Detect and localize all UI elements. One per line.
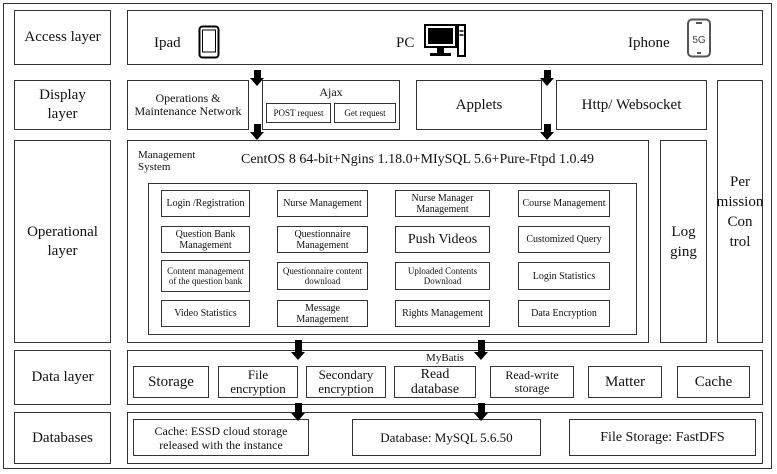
- layer-label-display-text: Display layer: [39, 87, 86, 122]
- module-customized-query: Customized Query: [518, 226, 610, 253]
- module-text: Uploaded Contents Download: [407, 266, 478, 286]
- pc-label: PC: [396, 35, 415, 51]
- tablet-icon: [198, 25, 220, 59]
- arrow-operational-to-data-left: [291, 340, 306, 360]
- module-text: Message Management: [296, 302, 349, 325]
- layer-label-databases: Databases: [14, 412, 111, 464]
- ops-network-box: Operations & Maintenance Network: [127, 80, 249, 130]
- data-file-encryption: File encryption: [218, 366, 298, 398]
- desktop-computer-icon: [424, 24, 466, 57]
- arrow-operational-to-data-right: [474, 340, 489, 360]
- file-storage-box: File Storage: FastDFS: [569, 419, 756, 456]
- data-item-text: Read-write storage: [505, 368, 559, 395]
- arrow-data-to-databases-right: [474, 403, 489, 421]
- layer-label-access-text: Access layer: [24, 29, 101, 45]
- arrow-display-to-operational-right: [540, 124, 555, 140]
- post-request-box: POST request: [266, 103, 331, 123]
- module-text: Content management of the question bank: [167, 266, 244, 286]
- server-stack-label: CentOS 8 64-bit+Ngins 1.18.0+MIySQL 5.6+…: [241, 152, 594, 167]
- mysql-database-box: Database: MySQL 5.6.50: [352, 419, 541, 456]
- http-websocket-text: Http/ Websocket: [581, 96, 682, 113]
- mybatis-label: MyBatis: [426, 352, 464, 364]
- layer-label-display: Display layer: [14, 80, 111, 130]
- module-text: Questionnaire content download: [282, 266, 363, 286]
- module-login-registration: Login /Registration: [161, 190, 250, 217]
- logging-text: Log ging: [670, 223, 697, 260]
- module-text: Video Statistics: [174, 308, 237, 319]
- layer-label-databases-text: Databases: [32, 429, 93, 446]
- ajax-label: Ajax: [319, 85, 343, 99]
- mysql-database-text: Database: MySQL 5.6.50: [380, 429, 513, 445]
- data-storage: Storage: [133, 366, 209, 398]
- module-data-encryption: Data Encryption: [518, 300, 610, 327]
- module-message-management: Message Management: [277, 300, 368, 327]
- module-push-videos: Push Videos: [395, 226, 490, 253]
- module-questionnaire-management: Questionnaire Management: [277, 226, 368, 253]
- cache-essd-text: Cache: ESSD cloud storage released with …: [154, 423, 288, 452]
- cache-essd-box: Cache: ESSD cloud storage released with …: [133, 419, 309, 456]
- smartphone-5g-icon: 5G: [687, 18, 711, 58]
- data-item-text: File encryption: [230, 367, 286, 396]
- logging-box: Log ging: [660, 140, 707, 343]
- arrow-access-to-display-left: [250, 70, 265, 86]
- module-course-management: Course Management: [518, 190, 610, 217]
- post-request-text: POST request: [273, 108, 324, 118]
- access-layer-panel: Ipad PC Iphone 5G: [127, 10, 763, 65]
- module-text: Nurse Manager Management: [411, 192, 474, 215]
- module-video-statistics: Video Statistics: [161, 300, 250, 327]
- file-storage-text: File Storage: FastDFS: [600, 429, 725, 445]
- data-item-text: Matter: [605, 373, 645, 390]
- module-question-bank-management: Question Bank Management: [161, 226, 250, 253]
- arrow-access-to-display-right: [540, 70, 555, 86]
- module-text: Questionnaire Management: [294, 228, 351, 251]
- iphone-label: Iphone: [628, 35, 670, 51]
- data-matter: Matter: [588, 366, 662, 398]
- management-system-label: Management System: [138, 149, 196, 173]
- architecture-frame: [3, 3, 772, 469]
- ipad-label: Ipad: [154, 35, 181, 51]
- layer-label-access: Access layer: [14, 10, 111, 65]
- data-item-text: Secondary encryption: [318, 367, 374, 396]
- layer-label-data: Data layer: [14, 350, 111, 405]
- applets-box: Applets: [416, 80, 542, 130]
- data-read-database: Read database: [394, 366, 476, 398]
- get-request-box: Get request: [334, 103, 396, 123]
- module-text: Course Management: [522, 198, 606, 209]
- module-text: Nurse Management: [283, 198, 362, 209]
- module-text: Data Encryption: [531, 308, 597, 319]
- module-nurse-management: Nurse Management: [277, 190, 368, 217]
- module-text: Login /Registration: [166, 198, 245, 209]
- module-text: Customized Query: [526, 234, 602, 245]
- applets-text: Applets: [455, 96, 503, 113]
- module-question-bank-content: Content management of the question bank: [161, 260, 250, 292]
- http-websocket-box: Http/ Websocket: [556, 80, 707, 130]
- permission-control-text: Per mission Con trol: [716, 173, 764, 250]
- data-cache: Cache: [677, 366, 750, 398]
- get-request-text: Get request: [344, 108, 386, 118]
- layer-label-operational: Operational layer: [14, 140, 111, 343]
- module-text: Question Bank Management: [175, 228, 236, 251]
- module-uploaded-contents-download: Uploaded Contents Download: [395, 262, 490, 290]
- layer-label-operational-text: Operational layer: [27, 223, 98, 259]
- data-secondary-encryption: Secondary encryption: [306, 366, 386, 398]
- data-read-write-storage: Read-write storage: [490, 366, 574, 398]
- module-nurse-manager-management: Nurse Manager Management: [395, 190, 490, 217]
- data-item-text: Read database: [410, 367, 460, 397]
- iphone-icon-text: 5G: [692, 35, 706, 46]
- permission-control-box: Per mission Con trol: [717, 80, 763, 343]
- module-text: Rights Management: [402, 308, 483, 319]
- module-text: Push Videos: [407, 232, 478, 247]
- module-rights-management: Rights Management: [395, 300, 490, 327]
- module-questionnaire-download: Questionnaire content download: [277, 262, 368, 290]
- module-text: Login Statistics: [532, 270, 596, 282]
- ops-network-text: Operations & Maintenance Network: [134, 91, 242, 118]
- arrow-data-to-databases-left: [291, 403, 306, 421]
- arrow-display-to-operational-left: [250, 124, 265, 140]
- layer-label-data-text: Data layer: [31, 369, 94, 385]
- data-item-text: Storage: [148, 373, 194, 390]
- module-login-statistics: Login Statistics: [518, 262, 610, 290]
- data-item-text: Cache: [694, 373, 733, 390]
- ajax-box: Ajax POST request Get request: [262, 80, 400, 130]
